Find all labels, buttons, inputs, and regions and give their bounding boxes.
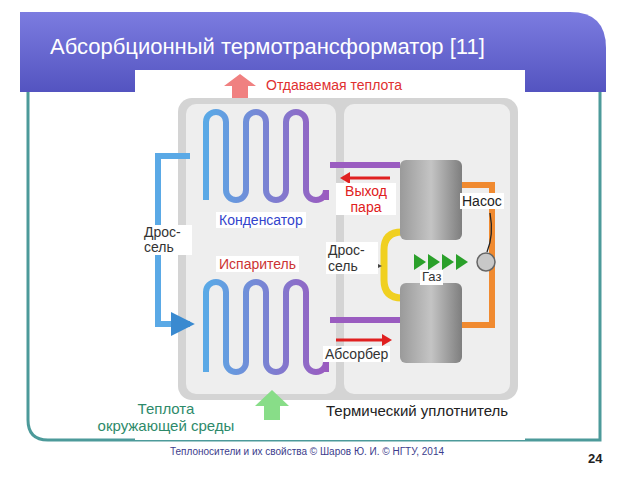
pump-symbol (477, 253, 495, 271)
component-name: Испаритель (216, 256, 299, 272)
component-area: Испаритель (190, 254, 332, 384)
label: Выход пара (336, 183, 396, 215)
pump-leader (487, 213, 491, 252)
housing (178, 98, 518, 400)
label: Теплота окружающей среды (96, 400, 236, 435)
vapour-pipe (330, 162, 400, 168)
label: Термический уплотнитель (326, 402, 508, 419)
generator-block (400, 160, 462, 240)
throttle-pipe (384, 232, 402, 298)
component-area: Конденсатор (190, 104, 332, 232)
picture-ground (135, 70, 525, 440)
slide-frame (28, 60, 600, 440)
absorber-block (400, 283, 462, 363)
label: 24 (588, 452, 602, 467)
label: Абсорбер (323, 346, 390, 362)
coils (206, 112, 326, 372)
label: Отдаваемая теплота (266, 77, 402, 93)
slide-title: Абсорбционный термотрансформатор [11] (50, 34, 485, 59)
heat-out-arrow (224, 74, 256, 98)
absorber-arrow (336, 339, 384, 342)
label: Насос (460, 193, 504, 209)
label: Дрос-сель (326, 242, 378, 274)
coil (206, 282, 326, 372)
vapour-arrow (346, 177, 390, 180)
absorber-pipe (330, 317, 400, 323)
component-name: Конденсатор (216, 212, 306, 228)
label: Газ (420, 270, 443, 285)
heat-in-arrow (255, 390, 289, 420)
label: Теплоносители и их свойства © Шаров Ю. И… (170, 446, 444, 458)
left-panel (186, 104, 336, 394)
edge-label: Дрос-сель (144, 225, 192, 254)
absorber-arrowhead (382, 334, 392, 346)
gas-arrows (414, 254, 468, 270)
coil (206, 112, 326, 200)
